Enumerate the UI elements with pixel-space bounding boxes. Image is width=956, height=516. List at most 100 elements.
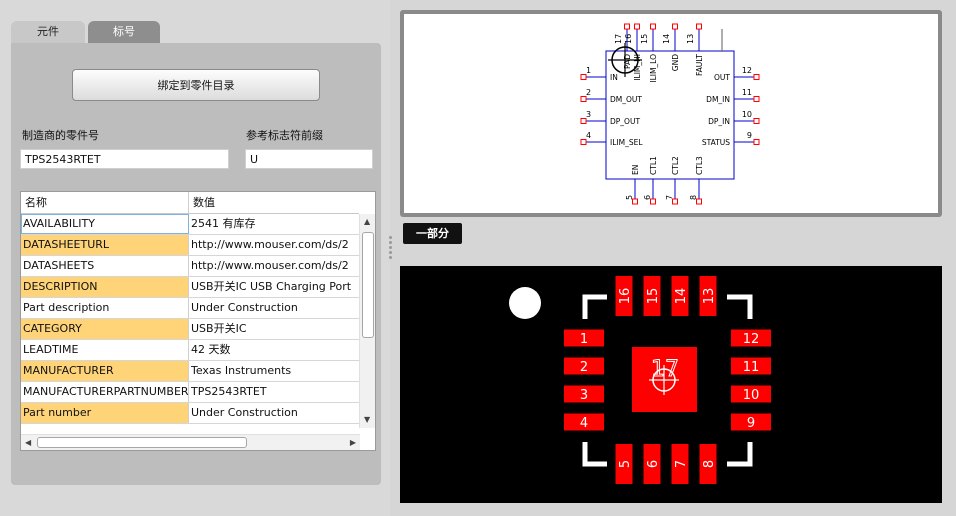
pin-number: 5 [625,195,634,200]
pad-number: 11 [743,360,760,375]
property-name-cell[interactable]: Part number [21,403,189,423]
pin-name: GND [671,54,680,71]
smd-pad [615,276,633,316]
pin-number: 16 [624,34,633,44]
pin-name: PAD [623,54,632,69]
tab-component[interactable]: 元件 [11,21,85,43]
schematic-symbol: 1IN2DM_OUT3DP_OUT4ILIM_SEL12OUT11DM_IN10… [580,23,760,205]
property-value-cell[interactable]: USB开关IC USB Charging Port [191,280,352,293]
column-header-value[interactable]: 数值 [193,196,215,209]
bind-to-catalog-button[interactable]: 绑定到零件目录 [72,69,320,101]
pin-name: DM_IN [706,95,730,104]
property-value-cell[interactable]: 2541 有库存 [191,217,256,230]
smd-pad [564,357,604,375]
smd-pad [731,329,771,347]
property-name-cell[interactable]: MANUFACTURERPARTNUMBER [21,382,189,402]
designator-prefix-field[interactable] [245,149,373,169]
property-name-cell[interactable]: Part description [21,298,189,318]
pin-end-marker [580,74,587,80]
pin-name: CTL2 [671,156,680,175]
pin-number: 3 [586,110,591,119]
horizontal-scrollbar[interactable]: ◀ ▶ [21,434,360,450]
pin-end-marker [624,23,630,30]
smd-pad [643,444,661,484]
property-name-cell[interactable]: DATASHEETURL [21,235,189,255]
pin-name: DM_OUT [610,95,642,104]
pad-number: 4 [580,416,588,431]
property-value-cell[interactable]: http://www.mouser.com/ds/2 [191,238,349,251]
horizontal-scroll-thumb[interactable] [37,437,247,448]
pin-end-marker [672,23,678,30]
pin-name: EN [631,165,640,175]
pin-number: 15 [640,34,649,44]
ic-body [605,50,735,180]
property-name-cell[interactable]: AVAILABILITY [21,214,189,234]
pin-number: 17 [614,34,623,44]
pin-name: STATUS [702,138,730,147]
smd-pad [731,385,771,403]
property-name-cell[interactable]: CATEGORY [21,319,189,339]
column-header-name[interactable]: 名称 [21,192,189,213]
pad-number: 7 [674,460,689,468]
pin-name: IN [610,73,618,82]
smd-pad [699,276,717,316]
pad-number: 13 [702,288,717,305]
pin-number: 13 [686,34,695,44]
smd-pad [671,276,689,316]
scroll-left-icon[interactable]: ◀ [25,438,32,447]
property-value-cell[interactable]: Under Construction [191,406,298,419]
property-name-cell[interactable]: MANUFACTURER [21,361,189,381]
property-name-cell[interactable]: LEADTIME [21,340,189,360]
tab-designator[interactable]: 标号 [88,21,160,43]
pin-name: FAULT [695,54,704,76]
property-value-cell[interactable]: Under Construction [191,301,298,314]
pad-number: 14 [674,288,689,305]
scroll-right-icon[interactable]: ▶ [349,438,356,447]
pin-number: 6 [643,195,652,200]
smd-pad [671,444,689,484]
pin-name: OUT [714,73,730,82]
scroll-up-icon[interactable]: ▲ [364,217,371,226]
pin-end-marker [753,118,760,124]
component-panel: 绑定到零件目录 制造商的零件号 参考标志符前缀 名称 数值 AVAILABILI… [11,43,381,485]
pin-number: 4 [586,131,591,140]
pin-number: 12 [742,66,752,75]
property-value-cell[interactable]: http://www.mouser.com/ds/2 [191,259,349,272]
pin-end-marker [696,23,702,30]
pin-end-marker [650,23,656,30]
section-tag[interactable]: 一部分 [403,223,462,244]
pad-number: 1 [580,332,588,347]
property-value-cell[interactable]: 42 天数 [191,343,231,356]
manufacturer-part-field[interactable] [20,149,229,169]
property-value-cell[interactable]: USB开关IC [191,322,247,335]
vertical-scrollbar[interactable]: ▲ ▼ [359,214,375,428]
pin-name: ILIM_SEL [610,138,643,147]
pin-name: ILIM_HI [633,54,642,81]
pane-splitter[interactable] [387,234,393,274]
smd-pad [564,385,604,403]
pad-number: 8 [702,460,717,468]
vertical-scroll-thumb[interactable] [362,232,374,338]
scroll-down-icon[interactable]: ▼ [364,415,371,424]
property-name-cell[interactable]: DESCRIPTION [21,277,189,297]
property-value-cell[interactable]: Texas Instruments [191,364,292,377]
smd-pad [615,444,633,484]
pin-name: DP_IN [708,117,730,126]
smd-pad [731,357,771,375]
property-name-cell[interactable]: DATASHEETS [21,256,189,276]
smd-pad [699,444,717,484]
pin-number: 14 [662,34,671,44]
property-value-cell[interactable]: TPS2543RTET [191,385,267,398]
